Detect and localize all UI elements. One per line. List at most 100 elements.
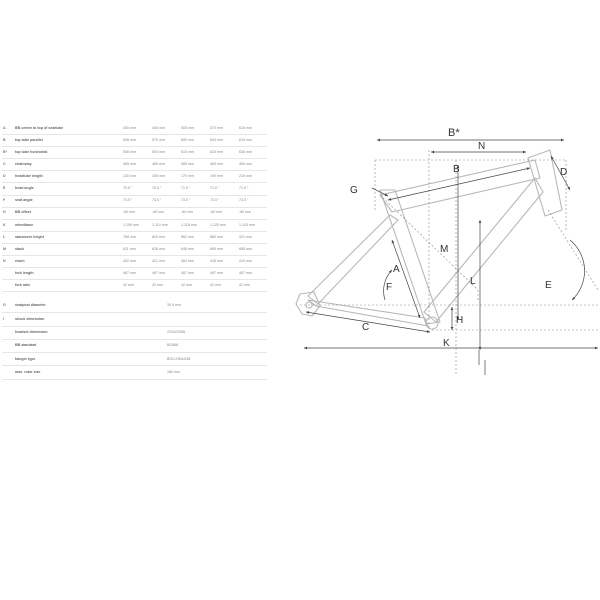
geometry-value: 71.5 ° — [238, 182, 267, 196]
geometry-label: reach — [14, 255, 122, 269]
geometry-code: K — [2, 219, 14, 232]
geometry-value: 42 mm — [238, 279, 267, 293]
geometry-code: L — [2, 231, 14, 244]
geometry-value: 130 mm — [122, 170, 151, 184]
spec-code: I — [2, 312, 14, 327]
geometry-value: -60 mm — [180, 207, 209, 220]
geometry-code: B* — [2, 146, 14, 160]
geometry-value: 421 mm — [151, 255, 180, 269]
geometry-value: 418 mm — [209, 255, 238, 269]
geometry-label: wheelbase — [14, 219, 122, 232]
geometry-code: B — [2, 134, 14, 148]
geometry-value: 465 mm — [122, 158, 151, 172]
label-k: K — [443, 338, 450, 349]
geometry-label: headtube length — [14, 170, 122, 184]
spec-label: seatpost diameter — [14, 300, 166, 314]
geometry-value: 465 mm — [238, 158, 267, 172]
geometry-code: N — [2, 255, 14, 269]
geometry-code: H — [2, 207, 14, 220]
geometry-code — [2, 279, 14, 293]
geometry-label: fork length — [14, 267, 122, 281]
geometry-value: 628 mm — [151, 243, 180, 257]
spec-code — [2, 352, 14, 367]
label-l: L — [470, 276, 476, 287]
geometry-value: 611 mm — [122, 243, 151, 257]
geometry-value: 190 mm — [209, 170, 238, 184]
spec-label: shock dimension — [14, 312, 166, 327]
geometry-label: standover height — [14, 231, 122, 244]
geometry-value: 467 mm — [209, 267, 238, 281]
geometry-value: 170 mm — [180, 170, 209, 184]
geometry-value: -60 mm — [209, 207, 238, 220]
geometry-value: 73.5 ° — [209, 195, 238, 208]
geometry-value: 685 mm — [238, 243, 267, 257]
geometry-value: 42 mm — [209, 279, 238, 293]
geometry-value: 73.5 ° — [122, 195, 151, 208]
geometry-value: 1.133 mm — [238, 219, 267, 232]
dim-g — [371, 187, 389, 197]
dim-d — [550, 155, 571, 191]
label-b: B — [453, 164, 460, 175]
geometry-value: 1.118 mm — [180, 219, 209, 232]
geometry-value: 467 mm — [122, 267, 151, 281]
geometry-value: 636 mm — [238, 146, 267, 160]
geometry-value: 620 mm — [209, 146, 238, 160]
label-e: E — [545, 280, 552, 291]
geometry-value: 410 mm — [238, 255, 267, 269]
geometry-label: head angle — [14, 182, 122, 196]
label-g: G — [350, 185, 358, 196]
geometry-code: D — [2, 170, 14, 184]
geometry-label: BB center to top of seattube — [14, 123, 122, 136]
geometry-label: top tube horizontal — [14, 146, 122, 160]
geometry-value: 42 mm — [151, 279, 180, 293]
label-n: N — [478, 141, 485, 152]
geometry-value: 862 mm — [180, 231, 209, 244]
geometry-value: 467 mm — [151, 267, 180, 281]
geometry-value: 545 mm — [122, 134, 151, 148]
label-m: M — [440, 244, 448, 255]
down-tube — [423, 177, 544, 323]
geometry-code: E — [2, 182, 14, 196]
dim-a — [391, 239, 421, 319]
geometry-value: -60 mm — [151, 207, 180, 220]
geometry-label: chainstay — [14, 158, 122, 172]
geometry-value: 454 mm — [180, 255, 209, 269]
geometry-value: 73.5 ° — [151, 195, 180, 208]
geometry-value: 467 mm — [238, 267, 267, 281]
geometry-value: 71.0 ° — [209, 182, 238, 196]
label-f: F — [386, 282, 392, 293]
geometry-value: 70.5 ° — [122, 182, 151, 196]
top-tube — [379, 159, 541, 213]
geometry-label: stack — [14, 243, 122, 257]
geometry-value: 880 mm — [209, 231, 238, 244]
geometry-value: 70.5 ° — [151, 182, 180, 196]
geometry-value: 42 mm — [180, 279, 209, 293]
spec-value: ZS44/ZS56 — [166, 326, 267, 340]
construction-lines — [300, 150, 600, 375]
geometry-value: 590 mm — [180, 134, 209, 148]
geometry-value: 73.5 ° — [180, 195, 209, 208]
geometry-label: BB offset — [14, 207, 122, 220]
spec-code: G — [2, 300, 14, 314]
geometry-value: 610 mm — [180, 146, 209, 160]
geometry-value: 465 mm — [151, 158, 180, 172]
geometry-value: 570 mm — [151, 134, 180, 148]
spec-value: BSA68 — [166, 339, 267, 354]
head-tube — [527, 149, 563, 217]
geometry-value: 768 mm — [122, 231, 151, 244]
geometry-label: top tube parallel — [14, 134, 122, 148]
